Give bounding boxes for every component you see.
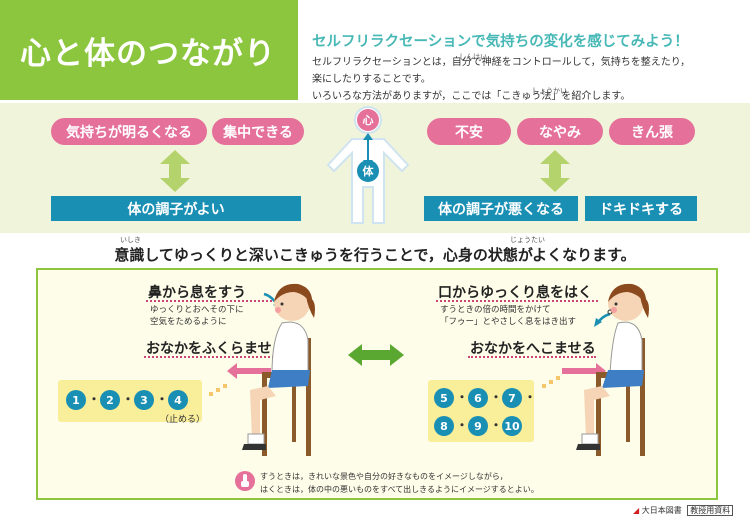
intro-line-3: いろいろな方法がありますが，ここでは「こきゅう法」を紹介します。: [312, 91, 631, 102]
count-7: 7: [502, 388, 522, 408]
publisher-tag: 教授用資料: [687, 505, 734, 516]
ruby-joutai: じょうたい: [510, 236, 545, 244]
page-subtitle: セルフリラクセーションで気持ちの変化を感じてみよう！: [312, 34, 689, 50]
pointing-hand-icon: [235, 471, 255, 491]
page-title: 心と体のつながり: [20, 36, 276, 72]
exhale-note-line-2: 「フゥー」とやさしく息をはき出す: [440, 317, 577, 327]
belly-expand-arrow-icon: [227, 363, 271, 379]
key-statement: 意識してゆっくりと深いこきゅうを行うことで，心身の状態がよくなります。: [114, 246, 636, 264]
count-separator: ・: [156, 392, 169, 406]
inhale-dotted-arrow-icon: [209, 384, 227, 396]
girl-inhaling-illustration: [242, 283, 315, 456]
body-badge: 体: [357, 160, 379, 182]
count-9: 9: [468, 416, 488, 436]
inhale-note-line-1: ゆっくりとおへその下に: [150, 305, 244, 315]
count-separator: ・: [456, 390, 469, 404]
title-banner: 心と体のつながり: [0, 0, 298, 100]
count-separator: ・: [88, 392, 101, 406]
up-down-arrow-icon: [160, 150, 190, 192]
count-4: 4: [168, 390, 188, 410]
bar-pounding: ドキドキする: [585, 196, 697, 221]
tip-text: すうときは，きれいな景色や自分の好きなものをイメージしながら， はくときは，体の…: [260, 470, 539, 496]
left-right-arrow-icon: [348, 344, 404, 366]
pill-anxiety: 不安: [427, 118, 511, 145]
up-down-arrow-icon: [540, 150, 570, 192]
intro-line-1: セルフリラクセーションとは，自分で神経をコントロールして，気持ちを整えたり，: [312, 57, 691, 68]
inhale-title-rule: [146, 300, 276, 302]
bar-good-condition: 体の調子がよい: [51, 196, 301, 221]
inhale-note: ゆっくりとおへその下に 空気をためるように: [150, 304, 244, 328]
count-separator: ・: [524, 390, 537, 404]
count-separator: ・: [490, 390, 503, 404]
count-3: 3: [134, 390, 154, 410]
tip-line-2: はくときは，体の中の悪いものをすべて出しきるようにイメージするとよい。: [260, 485, 539, 494]
count-separator: ・: [490, 418, 503, 432]
count-separator: ・: [456, 418, 469, 432]
count-5: 5: [434, 388, 454, 408]
pill-worry: なやみ: [517, 118, 603, 145]
exhale-title: 口からゆっくり息をはく: [438, 285, 592, 301]
inhale-action-rule: [144, 356, 274, 358]
exhale-arrow-icon: [594, 312, 611, 327]
count-separator: ・: [122, 392, 135, 406]
inhale-title: 鼻から息をすう: [148, 285, 246, 301]
count-8: 8: [434, 416, 454, 436]
publisher-credit: ◢ 大日本図書 教授用資料: [633, 505, 734, 516]
mind-badge: 心: [357, 109, 379, 131]
exhale-action-rule: [468, 356, 596, 358]
count-2: 2: [100, 390, 120, 410]
stop-note: （止める）: [160, 415, 206, 425]
belly-contract-arrow-icon: [562, 363, 606, 379]
exhale-dotted-arrow-icon: [542, 376, 560, 388]
exhale-note-line-1: すうときの倍の時間をかけて: [440, 305, 551, 315]
count-6: 6: [468, 388, 488, 408]
count-10: 10: [502, 416, 522, 436]
exhale-note: すうときの倍の時間をかけて 「フゥー」とやさしく息をはき出す: [440, 304, 576, 328]
publisher-logo-icon: ◢: [633, 506, 640, 515]
girl-exhaling-illustration: [576, 283, 649, 456]
publisher-name: 大日本図書: [641, 506, 682, 515]
tip-line-1: すうときは，きれいな景色や自分の好きなものをイメージしながら，: [260, 472, 508, 481]
pill-tension: きん張: [609, 118, 695, 145]
intro-text: セルフリラクセーションとは，自分で神経をコントロールして，気持ちを整えたり， 楽…: [312, 54, 742, 105]
pill-bright-mood: 気持ちが明るくなる: [51, 118, 207, 145]
inhale-note-line-2: 空気をためるように: [150, 317, 227, 327]
inhale-action: おなかをふくらませる: [146, 341, 286, 357]
ruby-shoukai: しょうかい: [532, 87, 567, 95]
bar-bad-condition: 体の調子が悪くなる: [424, 196, 578, 221]
count-1: 1: [66, 390, 86, 410]
intro-line-2: 楽にしたりすることです。: [312, 74, 431, 85]
ruby-ishiki: いしき: [120, 236, 141, 244]
pill-concentrate: 集中できる: [212, 118, 304, 145]
exhale-action: おなかをへこませる: [470, 341, 596, 357]
exhale-title-rule: [436, 300, 598, 302]
ruby-shinkei: しんけい: [459, 53, 487, 61]
